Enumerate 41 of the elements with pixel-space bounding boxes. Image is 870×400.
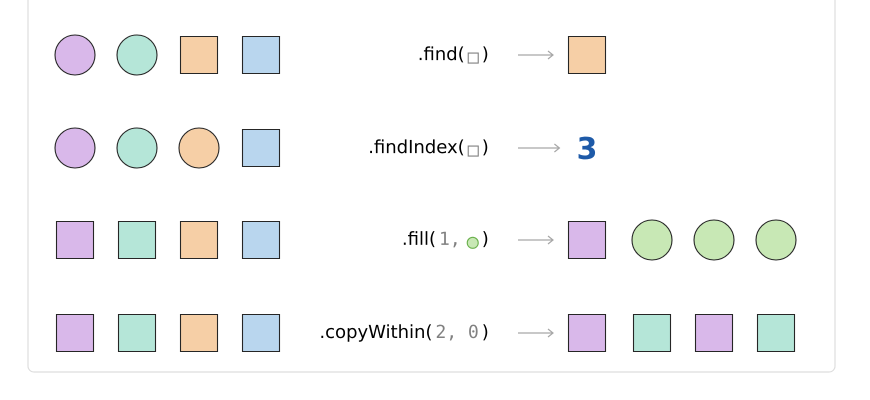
square-shape: [242, 314, 280, 352]
arrow: [518, 144, 560, 152]
square-shape: [180, 36, 218, 74]
circle-shape: [631, 219, 673, 261]
square-shape: [56, 314, 94, 352]
square-shape: [632, 314, 672, 352]
method-call: .findIndex( ): [370, 139, 488, 157]
square-shape: [180, 314, 218, 352]
square-shape: [118, 220, 156, 260]
node-label: ): [483, 46, 488, 62]
square-shape: [568, 36, 606, 74]
square-shape: [242, 128, 280, 168]
circle-shape: [54, 127, 96, 169]
circle-shape: [755, 219, 797, 261]
node-label: 1,: [441, 232, 456, 248]
node-label: .find(: [420, 46, 464, 62]
square-shape: [180, 220, 218, 260]
square-shape: [568, 314, 606, 352]
circle-shape: [178, 127, 220, 169]
method-call: .find( ): [420, 46, 488, 64]
square-shape: [568, 220, 606, 260]
result-number: 3: [578, 136, 596, 160]
square-shape: [56, 220, 94, 260]
square-shape: [756, 314, 796, 352]
node-label: .findIndex(: [370, 139, 464, 156]
arrow: [518, 236, 554, 244]
method-call: .fill( 1, ): [404, 231, 488, 249]
method-call: .copyWithin( 2, 0 ): [321, 324, 488, 342]
circle-shape: [693, 219, 735, 261]
square-shape: [118, 314, 156, 352]
node-label: ): [483, 231, 488, 248]
square-shape: [694, 314, 734, 352]
square-shape: [242, 220, 280, 260]
node-label: ): [483, 139, 488, 156]
arrow: [518, 50, 554, 60]
circle-shape: [116, 127, 158, 169]
circle-shape: [116, 34, 158, 76]
circle-shape: [54, 34, 96, 76]
arrow: [518, 328, 554, 338]
square-shape: [242, 36, 280, 74]
node-label: .fill(: [404, 231, 435, 248]
